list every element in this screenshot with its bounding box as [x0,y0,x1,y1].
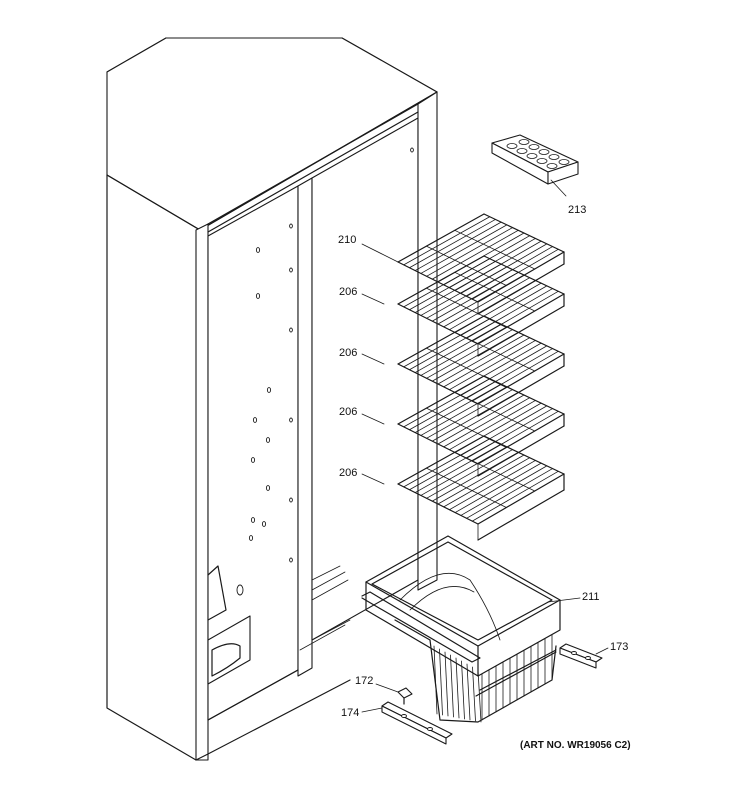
part-label-210: 210 [338,234,356,246]
part-label-174: 174 [341,707,359,719]
shelf-mount-holes [236,147,414,596]
wire-shelf [397,375,565,477]
part-label-213: 213 [568,204,586,216]
freezer-cabinet [106,37,438,761]
wire-shelves [397,213,565,541]
part-label-206-c: 206 [339,406,357,418]
part-label-206-d: 206 [339,467,357,479]
leader-lines [361,179,609,713]
part-label-206-a: 206 [339,286,357,298]
ice-tray [491,134,579,185]
wire-basket [361,535,561,723]
part-label-173: 173 [610,641,628,653]
drawer-rail-left [381,701,453,745]
part-label-206-b: 206 [339,347,357,359]
part-label-172: 172 [355,675,373,687]
part-label-211: 211 [582,591,600,603]
screw [397,687,413,705]
wire-shelf [397,435,565,541]
art-number: (ART NO. WR19056 C2) [520,740,631,751]
drawer-rail-right [559,643,603,669]
